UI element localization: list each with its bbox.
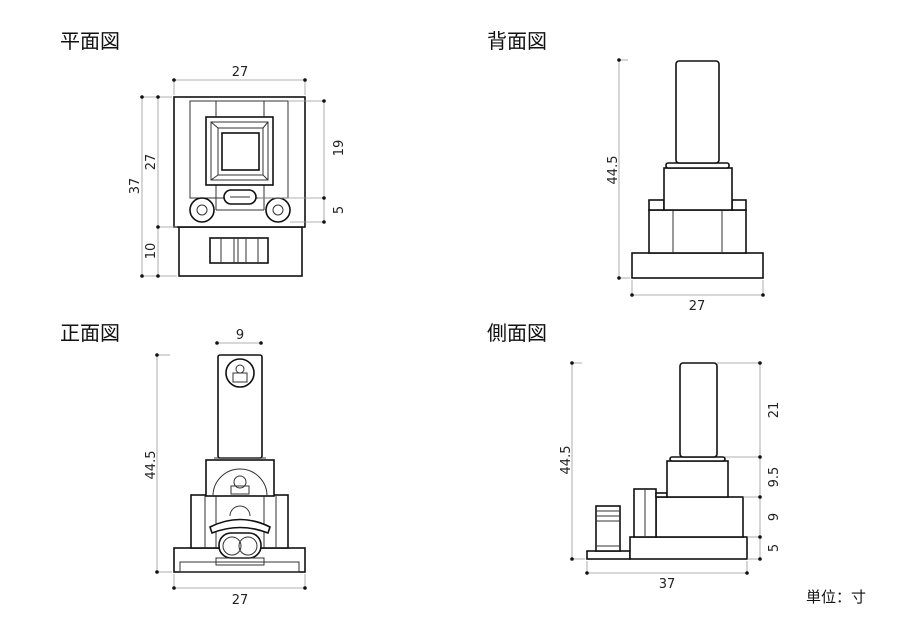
side-view-title: 側面図 <box>487 321 547 345</box>
unit-label: 単位：寸 <box>806 588 866 606</box>
front-height-dim: 44.5 <box>144 451 159 480</box>
side-height-dim: 44.5 <box>559 446 574 475</box>
plan-view-title: 平面図 <box>60 29 120 53</box>
side-view: 44.5 21 9.5 9 5 37 <box>559 361 782 592</box>
side-pipe-dim: 21 <box>767 402 782 419</box>
front-view-title: 正面図 <box>60 321 120 345</box>
back-width-dim: 27 <box>689 299 706 314</box>
side-middle-box-dim: 9 <box>767 513 782 521</box>
plan-button-height-dim: 19 <box>332 140 347 157</box>
side-upper-box-dim: 9.5 <box>767 467 782 488</box>
back-view-title: 背面図 <box>487 29 547 53</box>
plan-lower-height-dim: 10 <box>144 243 159 260</box>
front-view: 9 44.5 27 <box>144 328 307 608</box>
side-depth-dim: 37 <box>659 577 676 592</box>
back-height-dim: 44.5 <box>606 156 621 185</box>
front-width-dim: 27 <box>232 593 249 608</box>
front-pipe-width-dim: 9 <box>236 328 244 343</box>
plan-button-gap-dim: 5 <box>332 206 347 214</box>
back-view: 44.5 27 <box>606 58 765 314</box>
plan-view: 27 37 27 10 19 5 <box>128 65 347 278</box>
side-base-dim: 5 <box>767 544 782 552</box>
plan-upper-height-dim: 27 <box>144 154 159 171</box>
plan-width-dim: 27 <box>232 65 249 80</box>
plan-total-height-dim: 37 <box>128 178 143 195</box>
